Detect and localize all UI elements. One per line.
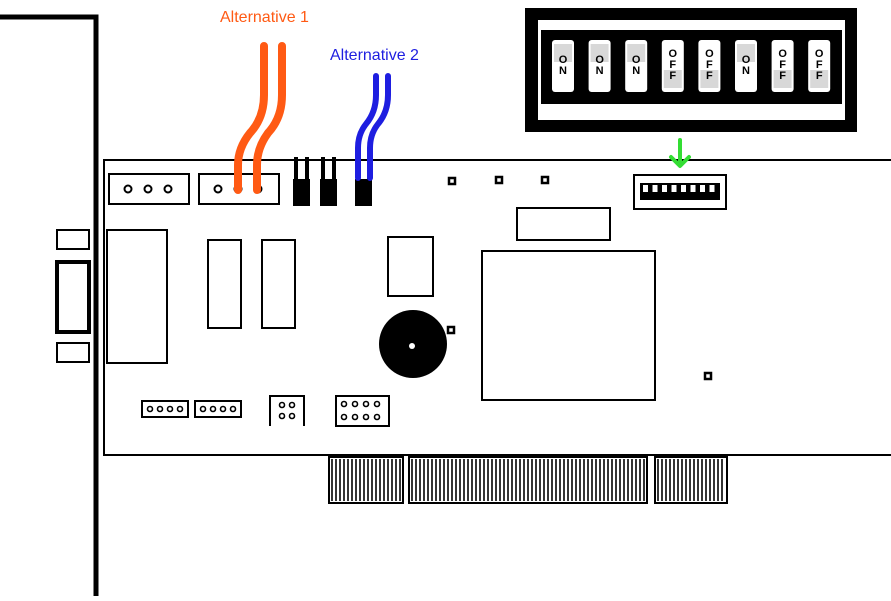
alternative-1-label: Alternative 1 (220, 9, 309, 26)
small-chip (387, 236, 434, 297)
alternative-1-wire (234, 42, 286, 194)
header-4pin-left (141, 400, 189, 418)
alternative-2-label: Alternative 2 (330, 47, 419, 64)
dip-switch-8-state-char: F (816, 70, 823, 82)
pci-edge-connector (328, 456, 728, 504)
dip-switch-7-state-char: F (779, 59, 786, 71)
main-controller-chip (481, 250, 656, 401)
dip-switch-4-state-char: F (669, 59, 676, 71)
dip-switch-5-state-char: F (706, 70, 713, 82)
dip-switch-3: ON (625, 40, 648, 92)
dip-switch-2: ON (588, 40, 611, 92)
dip-switch-6-state-char: N (742, 65, 750, 77)
dip-switch-4: OFF (661, 40, 684, 92)
dip-switch-1-state-char: N (559, 65, 567, 77)
dip-switch-8-state-char: F (816, 59, 823, 71)
header-4pin-right (194, 400, 242, 418)
alternative-2-wire (355, 73, 391, 181)
ic-chip-2 (261, 239, 296, 329)
crystal-oscillator (516, 207, 611, 241)
dip-switch-3-state-char: O (632, 54, 641, 66)
jumper-1 (293, 157, 310, 206)
dip-switch-1: ON (552, 40, 574, 92)
dip-switch-6: ON (735, 40, 757, 92)
dip-switch-2-state-char: N (596, 65, 604, 77)
dip-switch-2-state-char: O (595, 54, 604, 66)
dip-switch-6-state-char: O (742, 54, 751, 66)
dip-switch-8-state-char: O (815, 48, 824, 60)
header-2x2 (269, 395, 305, 426)
jumper-2 (320, 157, 337, 206)
dip-switch-7-state-char: F (779, 70, 786, 82)
dip-switch-5-state-char: F (706, 59, 713, 71)
three-pin-connector-left (108, 173, 190, 205)
header-2x4 (335, 395, 390, 427)
dip-switch-on-board (633, 174, 727, 210)
arrow-down-icon (669, 138, 691, 168)
dip-switch-3-state-char: N (632, 65, 640, 77)
buzzer (379, 310, 447, 378)
dip-switch-1-state-char: O (559, 54, 568, 66)
dip-switch-8: OFF (808, 40, 831, 92)
resistor-pack (106, 229, 168, 364)
dip-switch-4-state-char: O (669, 48, 678, 60)
dip-switch-7: OFF (771, 40, 794, 92)
dip-switch-5-state-char: O (705, 48, 714, 60)
dip-switch-7-state-char: O (778, 48, 787, 60)
mounting-bracket (0, 14, 99, 596)
board-test-points (446, 175, 713, 381)
dip-switch-4-state-char: F (669, 70, 676, 82)
ic-chip-1 (207, 239, 242, 329)
dip-switch-5: OFF (698, 40, 721, 92)
